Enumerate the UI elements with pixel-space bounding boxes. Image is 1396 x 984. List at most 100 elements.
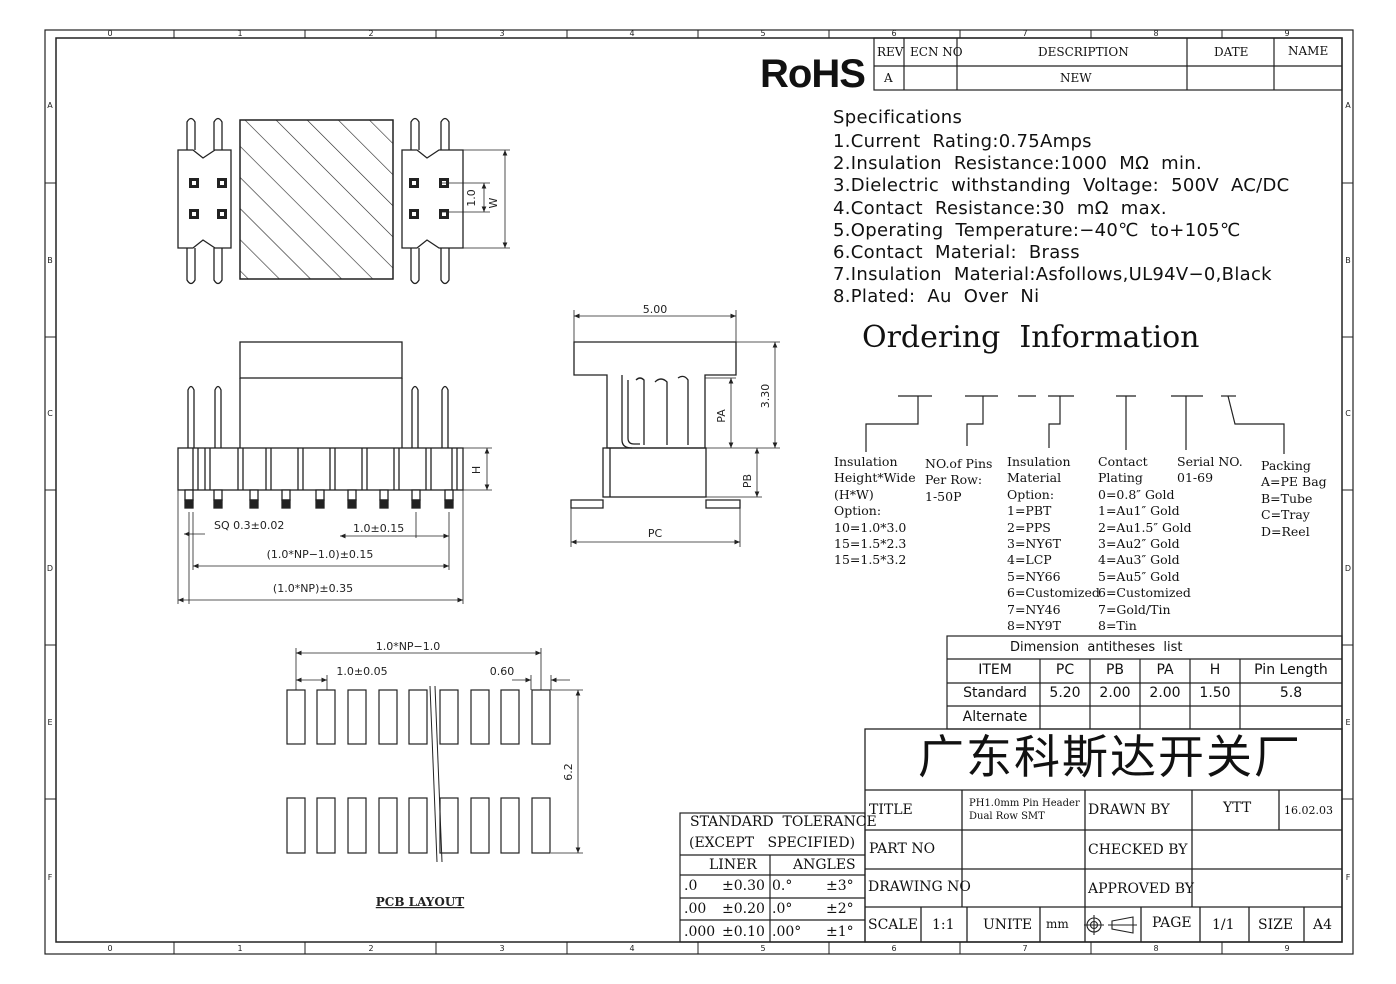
smt-foot-tip xyxy=(213,499,223,509)
ordering-option-line: 15=1.5*3.2 xyxy=(834,552,907,568)
smt-foot xyxy=(184,489,194,501)
pcb-pad-bottom xyxy=(470,797,490,854)
pcb-pad-bottom xyxy=(531,797,551,854)
frame-col-label: 8 xyxy=(1153,29,1158,38)
frame-col-label: 5 xyxy=(760,944,765,953)
tolerance-cell: 0.° xyxy=(772,878,793,894)
ordering-option-line: 5=Au5″ Gold xyxy=(1098,568,1180,584)
dimension-table-header: ITEM xyxy=(978,662,1012,678)
pcb-pad-bottom xyxy=(347,797,367,854)
front-pin xyxy=(411,385,419,448)
ordering-option-line: 1=PBT xyxy=(1007,503,1052,519)
ordering-option-line: Contact xyxy=(1098,454,1148,469)
ordering-option-line: 4=LCP xyxy=(1007,552,1052,568)
title-value-1: PH1.0mm Pin Header xyxy=(969,798,1080,809)
frame-col-label: 2 xyxy=(368,29,373,38)
ordering-option-line: 0=0.8″ Gold xyxy=(1098,486,1175,502)
frame-col-label: 7 xyxy=(1022,29,1027,38)
dim-pitch-label: 1.0±0.15 xyxy=(353,522,404,535)
dim-side-width-label: 5.00 xyxy=(643,303,668,316)
ordering-code-leaders xyxy=(865,395,1285,454)
smt-foot xyxy=(444,489,454,501)
ordering-option-line: 8=NY9T xyxy=(1007,618,1061,634)
ordering-option-line: 15=1.5*2.3 xyxy=(834,536,907,552)
ordering-option-line: 3=Au2″ Gold xyxy=(1098,536,1180,552)
pcb-pad-bottom xyxy=(378,797,398,854)
spec-item: 5.Operating Temperature:−40℃ to+105℃ xyxy=(833,219,1241,241)
dim-pcb-height-label: 6.2 xyxy=(562,763,575,781)
dim-np-minus-label: (1.0*NP−1.0)±0.15 xyxy=(267,548,374,561)
frame-row-label: C xyxy=(1345,409,1351,418)
frame-col-label: 6 xyxy=(891,29,896,38)
frame-col-label: 3 xyxy=(499,944,504,953)
pin-pad-center xyxy=(220,212,224,216)
pcb-layout-title: PCB LAYOUT xyxy=(376,895,465,909)
top-view xyxy=(177,117,510,285)
pcb-pad-bottom xyxy=(316,797,336,854)
top-pin xyxy=(410,248,420,285)
projection-symbol-icon xyxy=(1084,915,1137,935)
pcb-layout xyxy=(286,648,583,863)
ordering-option-line: 2=PPS xyxy=(1007,519,1051,535)
pcb-pad-bottom xyxy=(286,797,306,854)
top-pin xyxy=(410,117,420,150)
size-label: SIZE xyxy=(1258,917,1294,933)
smt-foot xyxy=(379,489,389,501)
frame-grid-ticks xyxy=(45,30,1353,954)
ordering-option-line: 10=1.0*3.0 xyxy=(834,519,907,535)
drawn-date-value: 16.02.03 xyxy=(1284,804,1333,817)
checked-by-label: CHECKED BY xyxy=(1088,842,1188,858)
dim-h-label: H xyxy=(470,466,483,474)
dim-pcb-span-label: 1.0*NP−1.0 xyxy=(376,640,441,653)
pcb-pad-top xyxy=(286,689,306,745)
dimension-table-header: H xyxy=(1209,662,1221,678)
pcb-pad-top xyxy=(531,689,551,745)
dimension-table-header: Pin Length xyxy=(1254,662,1328,678)
rev-value: A xyxy=(884,71,893,85)
ordering-option-line: 7=Gold/Tin xyxy=(1098,601,1171,617)
front-pin xyxy=(214,385,222,448)
dim-sq-label: SQ 0.3±0.02 xyxy=(214,519,284,532)
ordering-option-line: Per Row: xyxy=(925,472,983,488)
spec-item: 1.Current Rating:0.75Amps xyxy=(833,131,1092,152)
frame-row-label: F xyxy=(48,873,53,882)
frame-row-label: A xyxy=(1345,101,1351,110)
smt-foot-tip xyxy=(347,499,357,509)
ordering-option-line: B=Tube xyxy=(1261,490,1313,506)
size-value: A4 xyxy=(1313,917,1333,933)
dimension-table-grid xyxy=(946,635,1343,730)
tolerance-cell: ±0.30 xyxy=(722,878,765,894)
page-label: PAGE xyxy=(1152,915,1192,931)
ordering-option-line: Insulation xyxy=(1007,454,1071,469)
pcb-pad-top xyxy=(347,689,367,745)
spec-item: 6.Contact Material: Brass xyxy=(833,241,1080,263)
smt-foot-tip xyxy=(411,499,421,509)
ordering-column-serial: Serial NO.01-69 xyxy=(1177,454,1243,487)
tolerance-cell: .0 xyxy=(684,878,698,894)
frame-col-label: 1 xyxy=(237,944,242,953)
pin-pad-center xyxy=(412,212,416,216)
scale-label: SCALE xyxy=(868,917,918,933)
ordering-option-line: 8=Tin xyxy=(1098,618,1137,634)
ordering-option-line: Serial NO. xyxy=(1177,454,1243,469)
title-label: TITLE xyxy=(869,802,913,818)
smt-foot xyxy=(315,489,325,501)
spec-item: 8.Plated: Au Over Ni xyxy=(833,286,1040,308)
tolerance-title-2: (EXCEPT SPECIFIED) xyxy=(689,835,856,851)
ordering-option-line: D=Reel xyxy=(1261,523,1310,539)
dim-pcb-pitch-label: 1.0±0.05 xyxy=(336,665,387,678)
smt-foot xyxy=(213,489,223,501)
drawn-by-label: DRAWN BY xyxy=(1088,802,1170,818)
dim-side-height-label: 3.30 xyxy=(759,384,772,409)
pin-pad-center xyxy=(442,212,446,216)
pcb-pad-bottom xyxy=(439,797,459,854)
rohs-mark: RoHS xyxy=(760,52,866,96)
pcb-pad-top xyxy=(439,689,459,745)
pcb-pad-bottom xyxy=(500,797,520,854)
dimension-table-cell: 5.8 xyxy=(1279,685,1303,701)
dimension-table-cell: 5.20 xyxy=(1049,685,1081,701)
top-pin xyxy=(213,117,223,150)
approved-by-label: APPROVED BY xyxy=(1088,881,1195,897)
